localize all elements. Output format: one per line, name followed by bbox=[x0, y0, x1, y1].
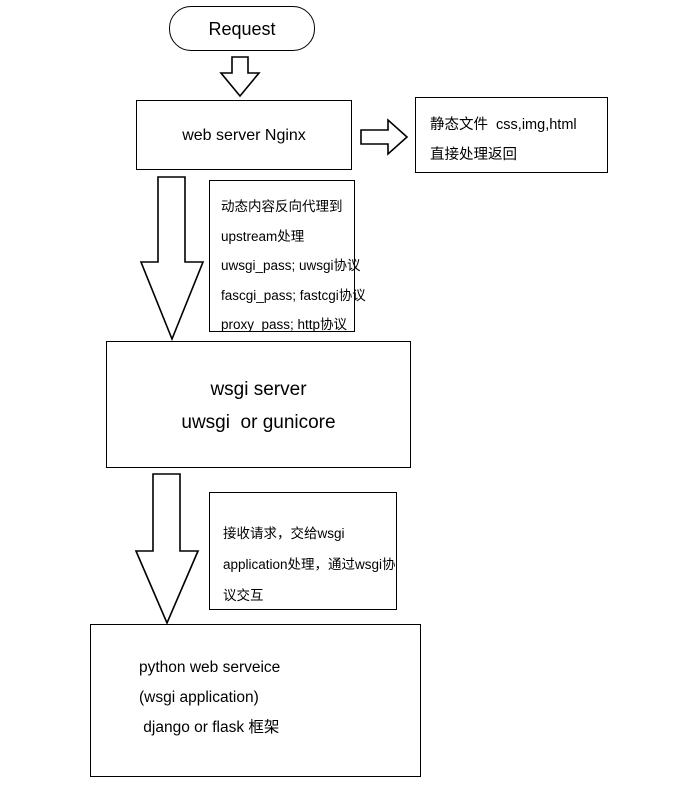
nginx-note-line-3: uwsgi_pass; uwsgi协议 bbox=[221, 258, 361, 273]
python-app-line-1: python web serveice bbox=[139, 659, 281, 676]
node-static-files-text: 静态文件 css,img,html 直接处理返回 bbox=[416, 98, 607, 170]
node-nginx-note[interactable]: 动态内容反向代理到 upstream处理 uwsgi_pass; uwsgi协议… bbox=[209, 180, 366, 332]
node-static-files[interactable]: 静态文件 css,img,html 直接处理返回 bbox=[415, 97, 608, 173]
nginx-note-line-5: proxy_pass; http协议 bbox=[221, 317, 348, 332]
wsgi-note-line-2: application处理，通过wsgi协 bbox=[223, 557, 396, 572]
node-wsgi-server[interactable]: wsgi server uwsgi or gunicore bbox=[106, 341, 411, 468]
wsgi-note-line-1: 接收请求，交给wsgi bbox=[223, 526, 345, 541]
node-python-app[interactable]: python web serveice (wsgi application) d… bbox=[90, 624, 421, 777]
arrow-nginx-to-static bbox=[360, 118, 409, 156]
wsgi-server-line-1: wsgi server bbox=[210, 379, 307, 400]
node-request-label: Request bbox=[208, 19, 276, 39]
python-app-line-3: django or flask 框架 bbox=[139, 719, 280, 736]
python-app-line-2: (wsgi application) bbox=[139, 689, 259, 706]
node-web-server-label: web server Nginx bbox=[182, 127, 306, 144]
arrow-wsgi-to-app bbox=[132, 473, 202, 626]
arrow-request-to-nginx bbox=[219, 56, 261, 98]
nginx-note-line-2: upstream处理 bbox=[221, 228, 305, 244]
static-files-line-2: 直接处理返回 bbox=[430, 147, 517, 163]
node-python-app-text: python web serveice (wsgi application) d… bbox=[91, 625, 420, 743]
static-files-line-1: 静态文件 css,img,html bbox=[430, 117, 577, 133]
node-wsgi-server-text: wsgi server uwsgi or gunicore bbox=[107, 373, 410, 439]
nginx-note-line-1: 动态内容反向代理到 bbox=[221, 199, 343, 214]
wsgi-server-line-2: uwsgi or gunicore bbox=[181, 412, 336, 433]
node-web-server[interactable]: web server Nginx bbox=[136, 100, 352, 170]
node-nginx-note-text: 动态内容反向代理到 upstream处理 uwsgi_pass; uwsgi协议… bbox=[210, 181, 366, 340]
arrow-nginx-to-wsgi bbox=[137, 176, 207, 342]
node-request[interactable]: Request bbox=[169, 6, 315, 51]
nginx-note-line-4: fascgi_pass; fastcgi协议 bbox=[221, 287, 366, 303]
node-wsgi-note[interactable]: 接收请求，交给wsgi application处理，通过wsgi协 议交互 bbox=[209, 492, 397, 610]
wsgi-note-line-3: 议交互 bbox=[223, 588, 264, 603]
node-wsgi-note-text: 接收请求，交给wsgi application处理，通过wsgi协 议交互 bbox=[210, 493, 396, 611]
